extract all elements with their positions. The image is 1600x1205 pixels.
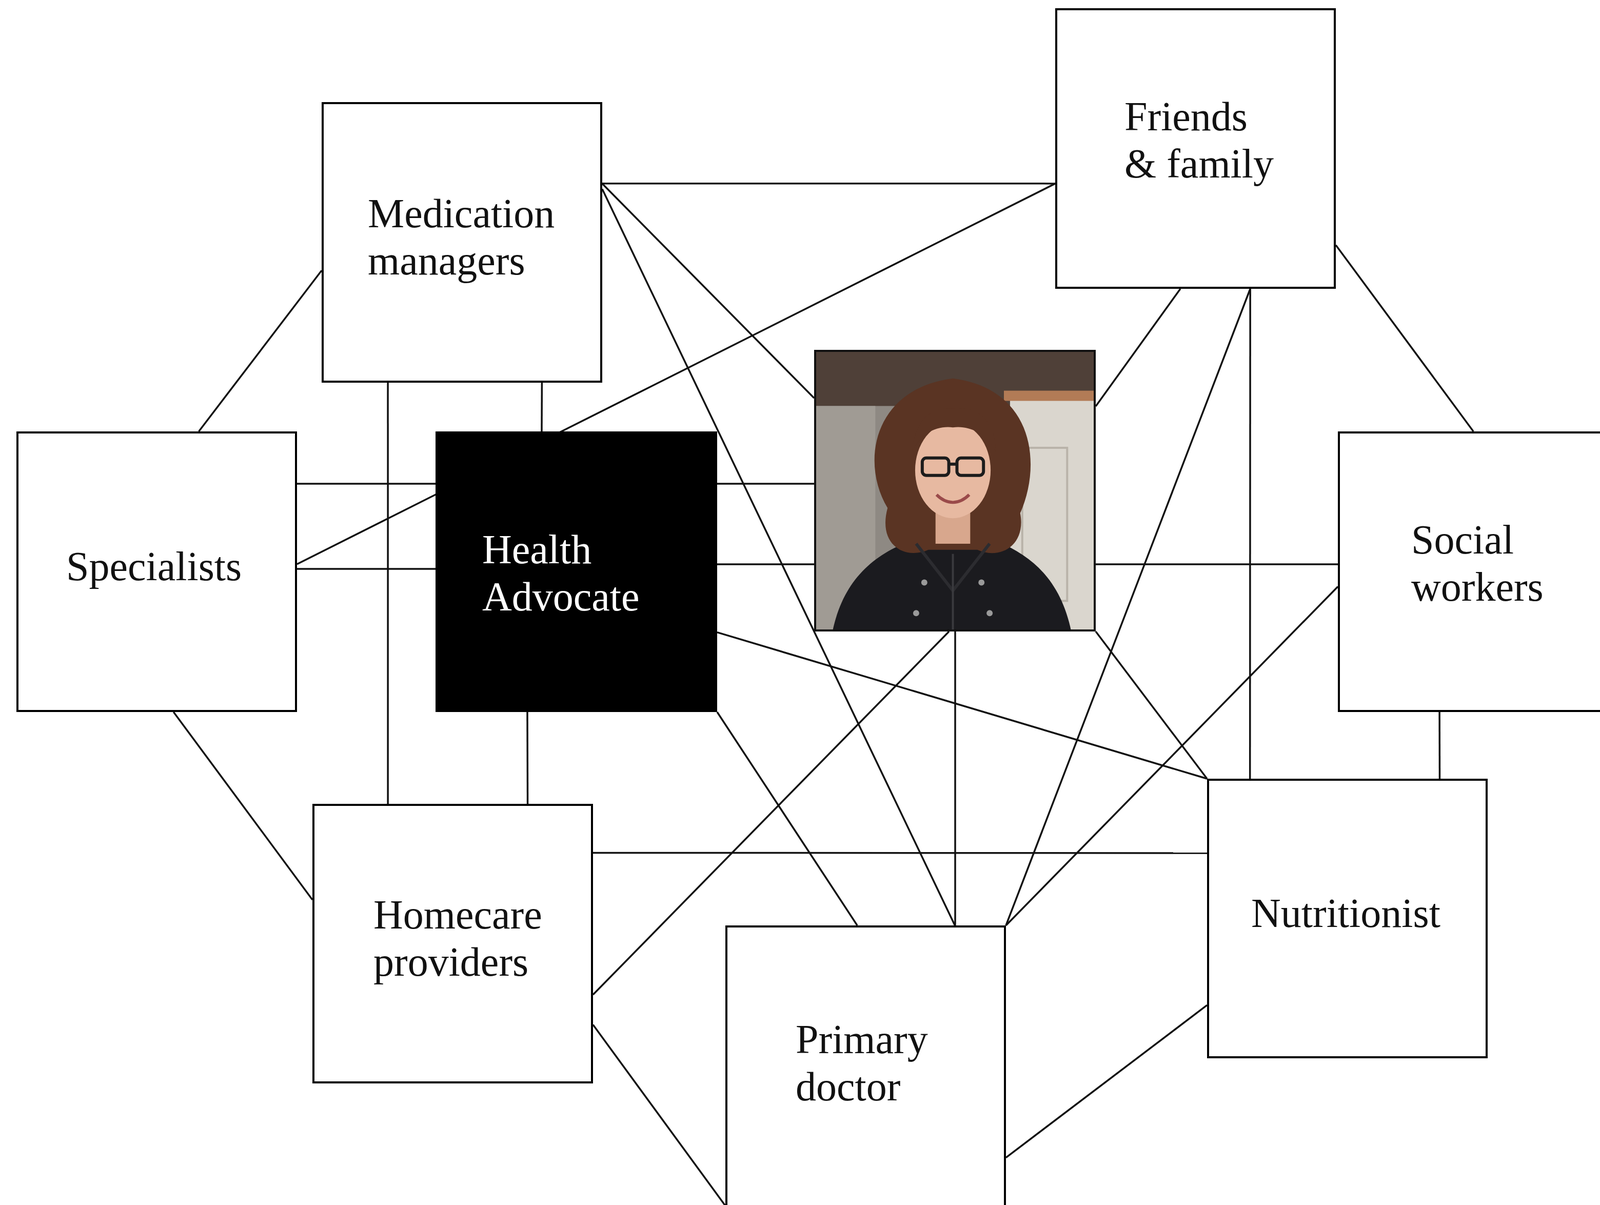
connector-line: [1095, 288, 1181, 407]
connector-line: [1335, 245, 1474, 432]
connector-line: [602, 183, 815, 399]
connector-line: [593, 1024, 726, 1205]
text-block: Primary doctor: [795, 1015, 928, 1111]
connector-line: [1095, 563, 1338, 566]
role-box: Nutritionist: [1207, 778, 1488, 1059]
node-label: Health Advocate: [482, 525, 640, 621]
node-label: Social workers: [1411, 516, 1544, 611]
text-block: Health Advocate: [482, 525, 640, 621]
connector-line: [1005, 1004, 1208, 1158]
text-block: Nutritionist: [1251, 889, 1441, 937]
connector-line: [602, 182, 1056, 185]
text-block: Social workers: [1411, 516, 1544, 611]
text-block: Specialists: [66, 542, 242, 590]
role-box: Specialists: [16, 431, 298, 713]
highlight-box: Health Advocate: [435, 431, 718, 713]
connector-line: [526, 712, 529, 804]
role-box: Social workers: [1337, 431, 1600, 713]
role-box: Homecare providers: [312, 803, 594, 1084]
connector-line: [1249, 288, 1252, 779]
connector-line: [1095, 631, 1208, 779]
role-box: Friends & family: [1055, 8, 1336, 289]
node-label: Friends & family: [1124, 92, 1276, 188]
connector-line: [717, 563, 815, 566]
connector-line: [593, 852, 1208, 855]
node-label: Nutritionist: [1251, 889, 1441, 937]
node-label: Specialists: [66, 542, 242, 590]
connector-line: [717, 632, 1208, 779]
connector-line: [199, 270, 322, 432]
connector-line: [1438, 712, 1441, 779]
portrait-photo: [814, 349, 1096, 632]
role-box: Primary doctor: [725, 925, 1006, 1205]
connector-line: [540, 382, 543, 432]
connector-line: [717, 712, 858, 926]
role-box: Medication managers: [321, 102, 603, 383]
text-block: Friends & family: [1124, 92, 1276, 188]
node-label: Primary doctor: [795, 1015, 928, 1111]
connector-line: [386, 382, 389, 804]
node-label: Homecare providers: [373, 891, 543, 986]
text-block: Homecare providers: [373, 891, 543, 986]
connector-line: [954, 631, 957, 926]
text-block: Medication managers: [367, 189, 555, 285]
node-label: Medication managers: [367, 189, 555, 285]
connector-line: [297, 567, 436, 570]
connector-line: [173, 712, 313, 900]
